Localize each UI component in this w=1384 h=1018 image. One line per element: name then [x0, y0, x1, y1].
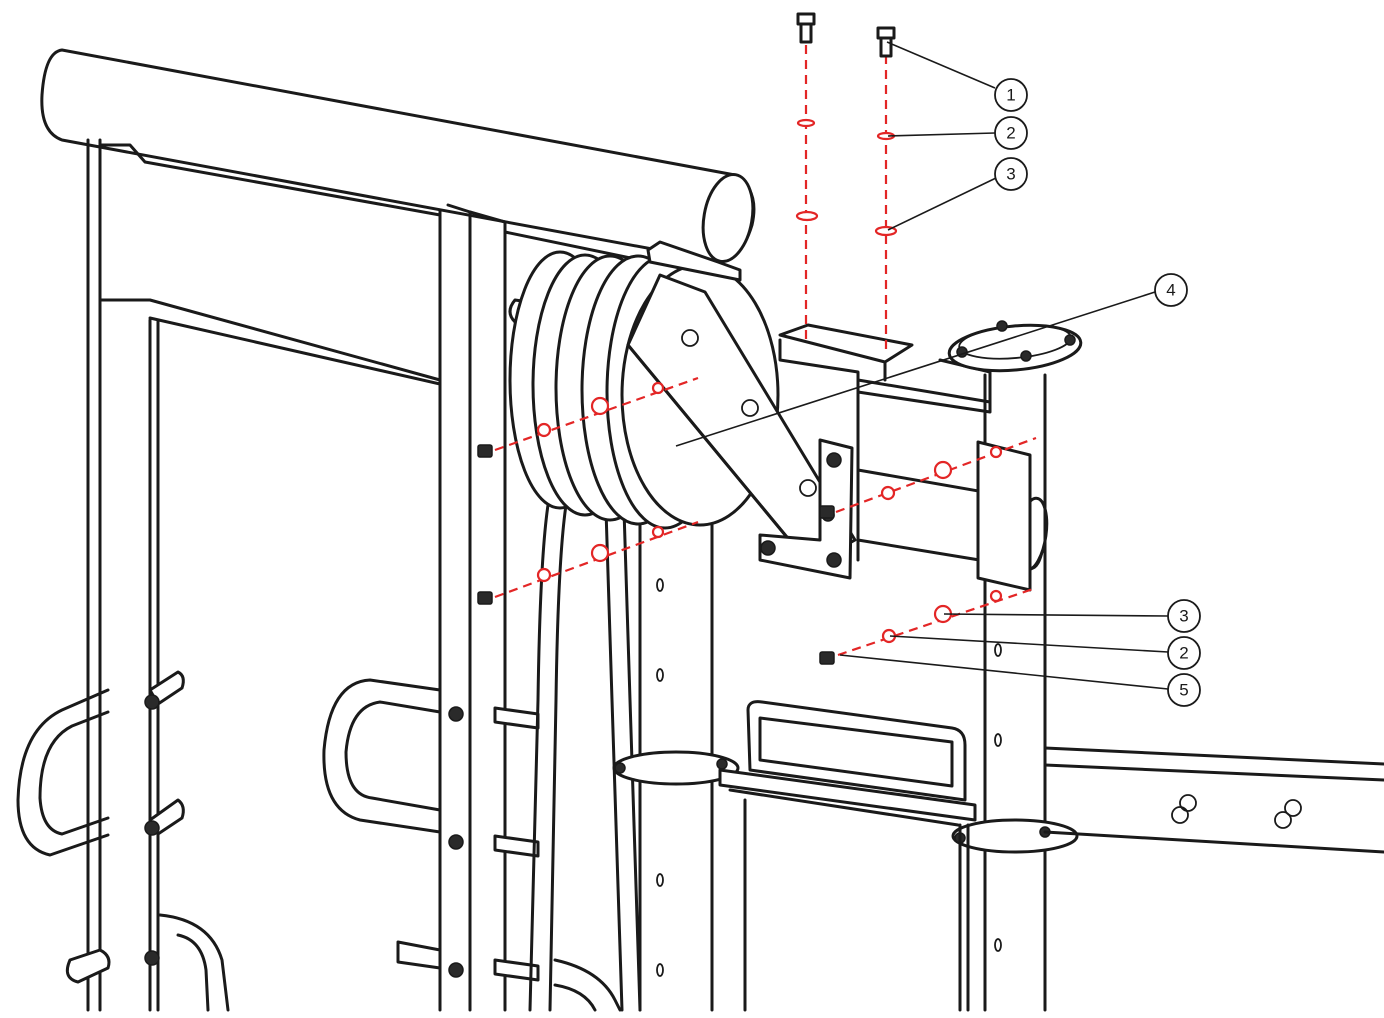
left-frame-uprights [86, 138, 652, 1012]
right-lower-beam [1043, 746, 1384, 854]
callout-1: 1 [994, 78, 1028, 112]
callout-2-top: 2 [994, 116, 1028, 150]
cables [528, 503, 642, 1012]
callout-5: 5 [1167, 673, 1201, 707]
washers-vertical [795, 118, 898, 237]
pulley-bracket [626, 273, 857, 567]
cap-screw-top-left [796, 12, 816, 44]
svg-text:2: 2 [1179, 644, 1188, 663]
callout-leaders [675, 41, 1169, 690]
weight-pegs [65, 670, 540, 984]
svg-text:4: 4 [1166, 281, 1175, 300]
right-upright [947, 320, 1083, 1012]
small-bolts [477, 444, 835, 665]
top-horizontal-tube [40, 48, 756, 264]
center-upright [612, 518, 740, 1012]
callout-4: 4 [1154, 273, 1188, 307]
svg-text:1: 1 [1006, 86, 1015, 105]
callout-3-top: 3 [994, 157, 1028, 191]
cap-screw-top-right [876, 26, 896, 58]
svg-text:3: 3 [1179, 607, 1188, 626]
svg-text:2: 2 [1006, 124, 1015, 143]
svg-text:3: 3 [1006, 165, 1015, 184]
weight-carriage [718, 700, 977, 1012]
left-handles [16, 678, 622, 1012]
callout-3-bottom: 3 [1167, 599, 1201, 633]
callout-2-bottom: 2 [1167, 636, 1201, 670]
svg-text:5: 5 [1179, 681, 1188, 700]
